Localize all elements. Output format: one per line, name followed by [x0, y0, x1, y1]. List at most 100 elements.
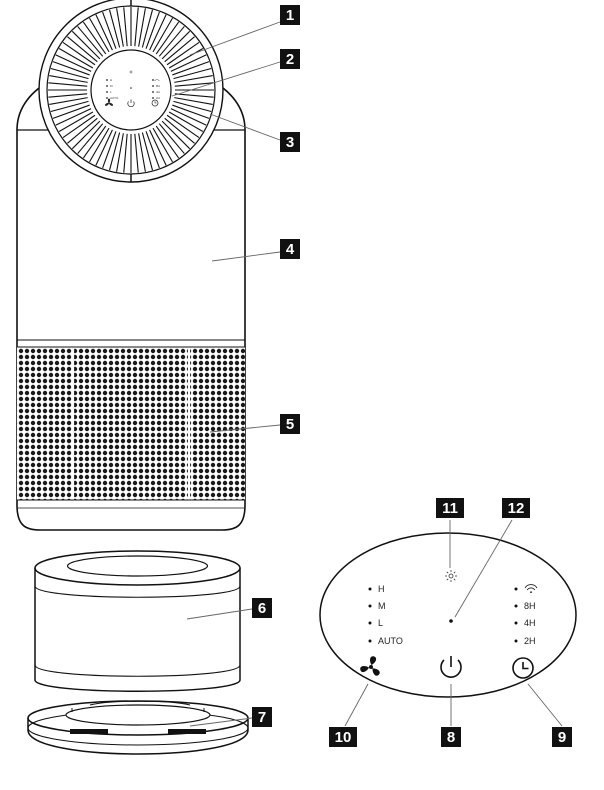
- grille-slat: [149, 129, 167, 166]
- callout-labels: 1 2 3 4 5 6 7 8 9 10 11 12: [252, 5, 572, 747]
- speed-indicators: H M L AUTO: [368, 584, 403, 646]
- grille-slat: [134, 7, 139, 47]
- grille-slat: [58, 48, 94, 69]
- callout-number: 2: [286, 51, 294, 68]
- grille-slat: [164, 36, 195, 63]
- grille-slat: [166, 41, 200, 66]
- leader-10: [344, 683, 369, 727]
- leader-1: [189, 21, 281, 56]
- grille-slat: [168, 111, 204, 132]
- grille-slat: [52, 104, 90, 119]
- grille-slat: [102, 11, 117, 49]
- grille-slat: [52, 61, 90, 76]
- grille-slat: [67, 117, 98, 144]
- grille-slat: [95, 129, 113, 166]
- leader-2: [171, 61, 281, 97]
- grille-slat: [48, 93, 88, 98]
- timer-label-2h: 2H: [524, 636, 536, 646]
- callout-1: 1: [280, 5, 300, 25]
- grille-slat: [55, 54, 92, 72]
- grille-slat: [82, 21, 107, 55]
- grille-slat: [49, 75, 88, 83]
- speed-label-auto: AUTO: [378, 636, 403, 646]
- grille-slat: [55, 108, 92, 126]
- timer-label-4h: 4H: [524, 618, 536, 628]
- grille-slats: [48, 7, 214, 173]
- mini-speed-label: H: [110, 78, 112, 82]
- power-icon[interactable]: [440, 656, 462, 678]
- purifier-body: H M L AUTO 8H 4H 2H: [16, 0, 246, 531]
- mini-power-icon: [127, 101, 135, 108]
- callout-number: 8: [447, 729, 455, 746]
- mesh-inlet: [17, 347, 245, 500]
- grille-slat: [173, 100, 212, 113]
- mini-speed-label: L: [110, 90, 112, 94]
- grille-slat: [89, 127, 110, 163]
- mini-timer-label: 8H: [156, 84, 160, 88]
- callout-number: 5: [286, 416, 294, 433]
- callout-number: 11: [442, 500, 458, 517]
- grille-slat: [89, 17, 110, 53]
- grille-slat: [123, 133, 128, 173]
- leader-3: [209, 113, 281, 141]
- callout-5: 5: [280, 414, 300, 434]
- grille-slat: [152, 127, 173, 163]
- grille-slat: [141, 132, 154, 171]
- base-cover: [27, 700, 249, 755]
- grille-slat: [71, 30, 101, 60]
- grille-slat: [95, 14, 113, 51]
- mini-panel-content: H M L AUTO 8H 4H 2H: [104, 70, 160, 108]
- mini-timer-label: 2H: [156, 96, 160, 100]
- control-panel-detail: H M L AUTO 8H 4H 2H: [319, 532, 577, 698]
- callout-number: 3: [286, 134, 294, 151]
- grille-slat: [166, 114, 200, 139]
- grille-slat: [149, 14, 167, 51]
- grille-slat: [152, 17, 173, 53]
- grille-slat: [170, 108, 207, 126]
- filter-opening: [66, 555, 209, 577]
- mini-control-panel: [90, 49, 172, 131]
- leader-12: [454, 519, 513, 618]
- leader-6: [186, 608, 253, 620]
- leader-7: [189, 717, 253, 727]
- callout-number: 1: [286, 7, 294, 24]
- grille-slat: [170, 54, 207, 72]
- callout-number: 6: [258, 600, 266, 617]
- callout-11: 11: [436, 498, 464, 518]
- grille-slat: [77, 26, 104, 57]
- mini-indicator: [130, 87, 132, 89]
- grille-slat: [172, 104, 210, 119]
- grille-slat: [164, 117, 195, 144]
- callout-3: 3: [280, 132, 300, 152]
- grille-slat: [155, 21, 180, 55]
- grille-slat: [161, 120, 191, 150]
- grille-slat: [138, 8, 146, 47]
- callout-4: 4: [280, 239, 300, 259]
- grille-slat: [62, 41, 96, 66]
- callout-8: 8: [441, 727, 461, 747]
- grille-slat: [174, 93, 214, 98]
- grille-slat: [174, 97, 213, 105]
- speed-label-l: L: [378, 618, 383, 628]
- callout-2: 2: [280, 49, 300, 69]
- clock-icon[interactable]: [512, 657, 534, 679]
- callout-12: 12: [502, 498, 530, 518]
- grille-slat: [174, 82, 214, 87]
- grille-slat: [172, 61, 210, 76]
- grille-slat: [50, 67, 89, 80]
- grille-slat: [134, 133, 139, 173]
- grille-slat: [102, 131, 117, 169]
- mini-clock-icon: [151, 99, 159, 107]
- grille-slat: [168, 48, 204, 69]
- callout-number: 7: [258, 709, 266, 726]
- grille-slat: [82, 125, 107, 159]
- leader-lines: [171, 21, 563, 727]
- mini-wifi-icon: [154, 79, 160, 82]
- callout-9: 9: [552, 727, 572, 747]
- callout-number: 4: [286, 241, 295, 258]
- callout-10: 10: [329, 727, 357, 747]
- leader-9: [527, 683, 563, 727]
- fan-icon[interactable]: [360, 656, 381, 677]
